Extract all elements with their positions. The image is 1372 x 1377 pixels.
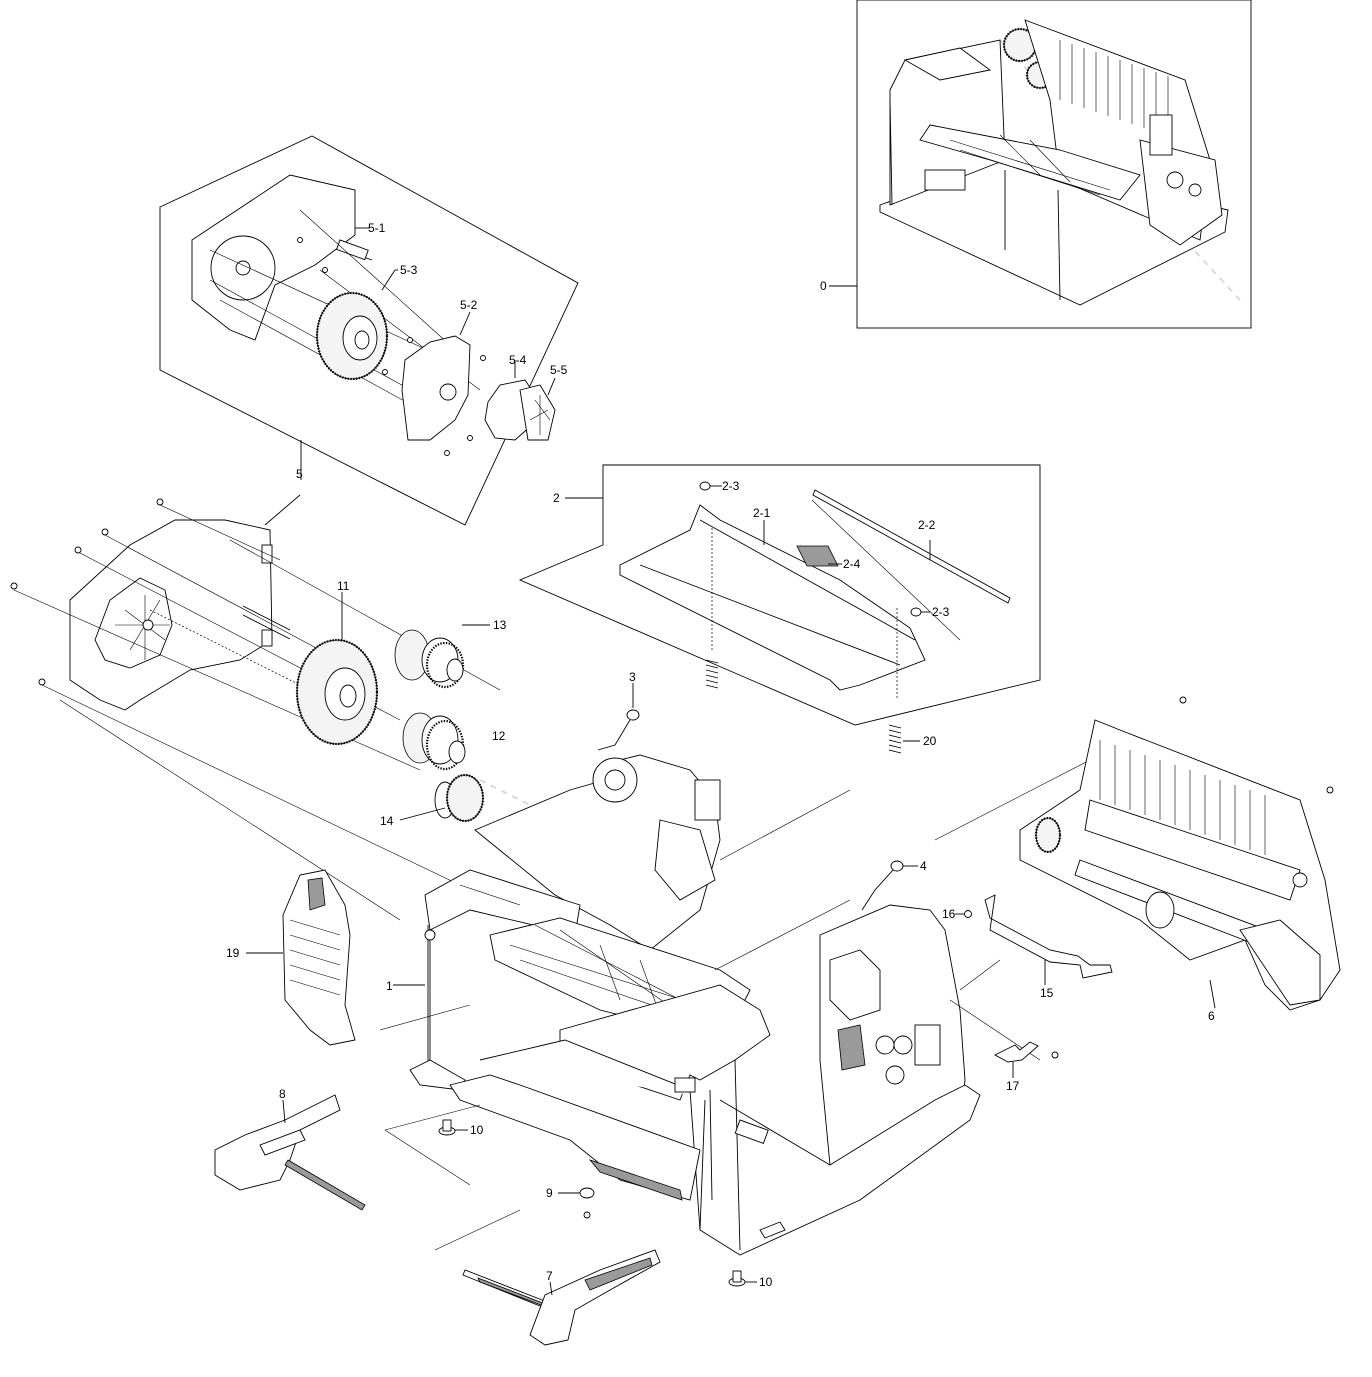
side-guide-8 [214, 1094, 366, 1211]
screw-16 [955, 910, 972, 918]
label-17: 17 [1006, 1079, 1020, 1093]
label-5-4: 5-4 [509, 353, 527, 367]
label-9: 9 [546, 1186, 553, 1200]
label-0: 0 [820, 279, 827, 293]
label-5-3: 5-3 [400, 263, 418, 277]
label-5-2: 5-2 [460, 298, 478, 312]
label-14: 14 [380, 814, 394, 828]
duct-19 [246, 869, 356, 1046]
pickup-frame-subbox [518, 464, 1041, 726]
label-2-1: 2-1 [753, 506, 771, 520]
foot-10-lower [728, 1270, 757, 1287]
label-20: 20 [923, 734, 937, 748]
label-15: 15 [1040, 986, 1054, 1000]
label-19: 19 [226, 946, 240, 960]
main-drive-bracket [10, 494, 501, 921]
spring-20 [888, 724, 920, 754]
bracket-17 [994, 1041, 1059, 1078]
gear-13 [394, 624, 490, 689]
label-16: 16 [942, 907, 956, 921]
label-2-4: 2-4 [843, 557, 861, 571]
gear-9 [558, 1187, 595, 1219]
main-frame [379, 754, 1091, 1256]
fuser-assembly [1019, 696, 1341, 1011]
gear-11 [295, 592, 379, 746]
callout-labels: 0 1 2 2-1 2-2 2-3 2-3 2-4 3 4 5 5-1 5-2 … [226, 221, 1215, 1289]
label-5-5: 5-5 [550, 363, 568, 377]
label-2: 2 [553, 491, 560, 505]
torsion-spring-4 [861, 860, 918, 911]
torsion-spring-3 [597, 683, 640, 751]
label-10-upper: 10 [470, 1123, 484, 1137]
label-8: 8 [279, 1087, 286, 1101]
label-6: 6 [1208, 1009, 1215, 1023]
label-5: 5 [296, 467, 303, 481]
gear-12 [402, 712, 466, 771]
label-11: 11 [337, 579, 350, 593]
foot-10-upper [438, 1119, 468, 1136]
label-5-1: 5-1 [368, 221, 386, 235]
link-15 [984, 894, 1113, 985]
label-10-lower: 10 [759, 1275, 773, 1289]
label-2-3-top: 2-3 [722, 479, 740, 493]
label-4: 4 [920, 859, 927, 873]
label-2-2: 2-2 [918, 518, 936, 532]
label-1: 1 [386, 979, 393, 993]
side-guide-7 [462, 1249, 661, 1346]
label-7: 7 [546, 1269, 553, 1283]
label-12: 12 [492, 729, 506, 743]
spring-mid [705, 659, 719, 689]
label-3: 3 [629, 670, 636, 684]
label-13: 13 [493, 618, 507, 632]
drive-assembly-subbox [159, 135, 579, 526]
assembly-overview-inset [829, 0, 1252, 329]
label-2-3-bottom: 2-3 [932, 605, 950, 619]
gear-14 [399, 773, 485, 823]
